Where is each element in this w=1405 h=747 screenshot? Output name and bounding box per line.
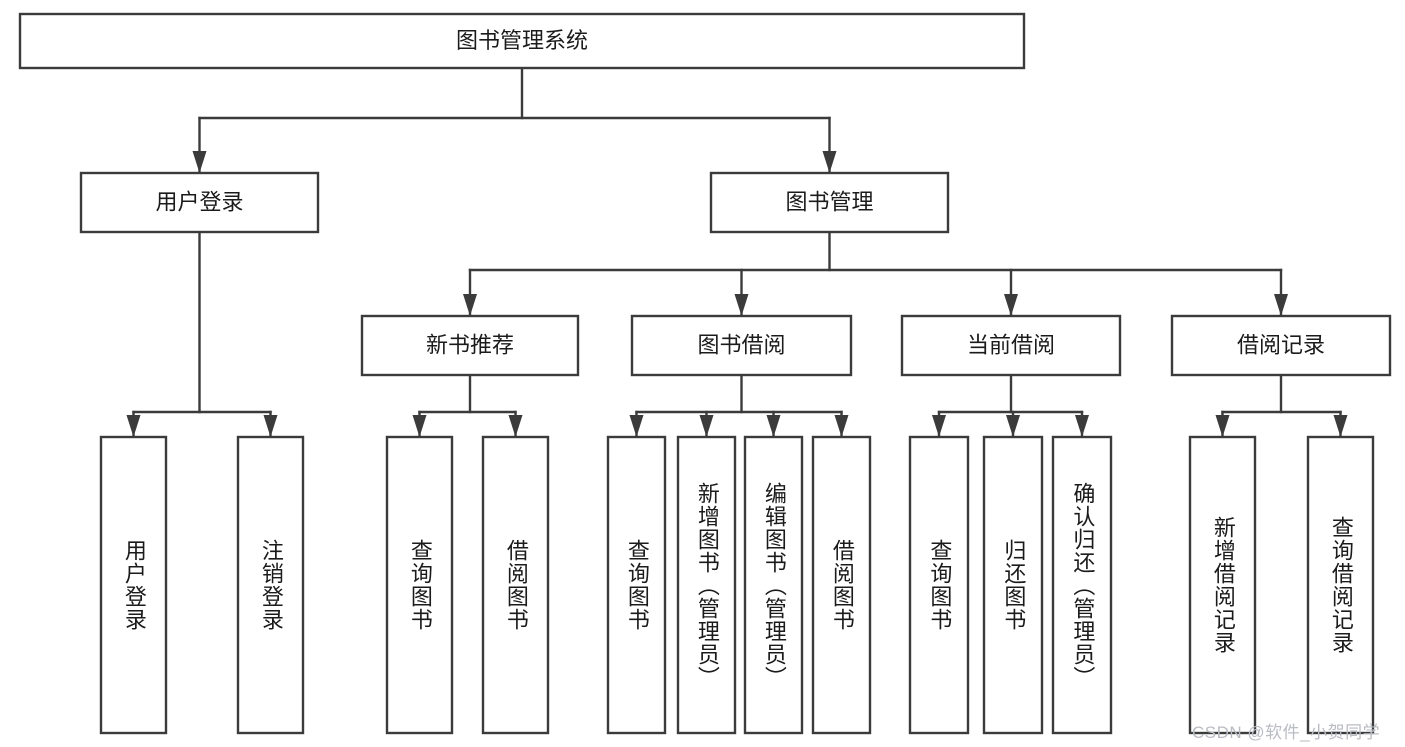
node-current-borrow[interactable] xyxy=(900,314,1122,377)
node-leaf-add-borrow-record[interactable] xyxy=(1188,435,1257,735)
node-leaf-return-book[interactable] xyxy=(982,435,1044,735)
node-label-borrow-record: 借阅记录 xyxy=(1237,332,1325,357)
node-new-book-rec[interactable] xyxy=(360,314,580,377)
node-borrow-record[interactable] xyxy=(1170,314,1392,377)
node-label-current-borrow: 当前借阅 xyxy=(967,332,1055,357)
node-leaf-borrow-book-borrow[interactable] xyxy=(811,435,872,735)
node-leaf-query-book-cur[interactable] xyxy=(908,435,970,735)
node-boxes xyxy=(18,12,1392,735)
connector-lines xyxy=(126,66,1348,438)
node-label-root: 图书管理系统 xyxy=(456,28,588,53)
node-label-book-manage: 图书管理 xyxy=(785,189,873,214)
node-leaf-add-book-admin[interactable] xyxy=(676,435,737,735)
node-leaf-query-borrow-record[interactable] xyxy=(1306,435,1375,735)
node-label-book-borrow: 图书借阅 xyxy=(697,332,785,357)
node-root[interactable] xyxy=(18,12,1026,70)
node-user-login[interactable] xyxy=(79,171,320,234)
node-label-new-book-rec: 新书推荐 xyxy=(426,332,514,357)
node-book-borrow[interactable] xyxy=(630,314,853,377)
node-leaf-borrow-book-rec[interactable] xyxy=(481,435,550,735)
node-leaf-logout[interactable] xyxy=(236,435,305,735)
node-leaf-confirm-return-admin[interactable] xyxy=(1051,435,1113,735)
node-leaf-user-login[interactable] xyxy=(99,435,168,735)
node-leaf-edit-book-admin[interactable] xyxy=(743,435,804,735)
node-leaf-query-book-borrow[interactable] xyxy=(606,435,667,735)
node-book-manage[interactable] xyxy=(709,171,950,234)
csdn-watermark: CSDN @软件_小贺同学 xyxy=(1192,723,1381,742)
node-label-user-login: 用户登录 xyxy=(155,189,243,214)
node-leaf-query-book-rec[interactable] xyxy=(385,435,454,735)
